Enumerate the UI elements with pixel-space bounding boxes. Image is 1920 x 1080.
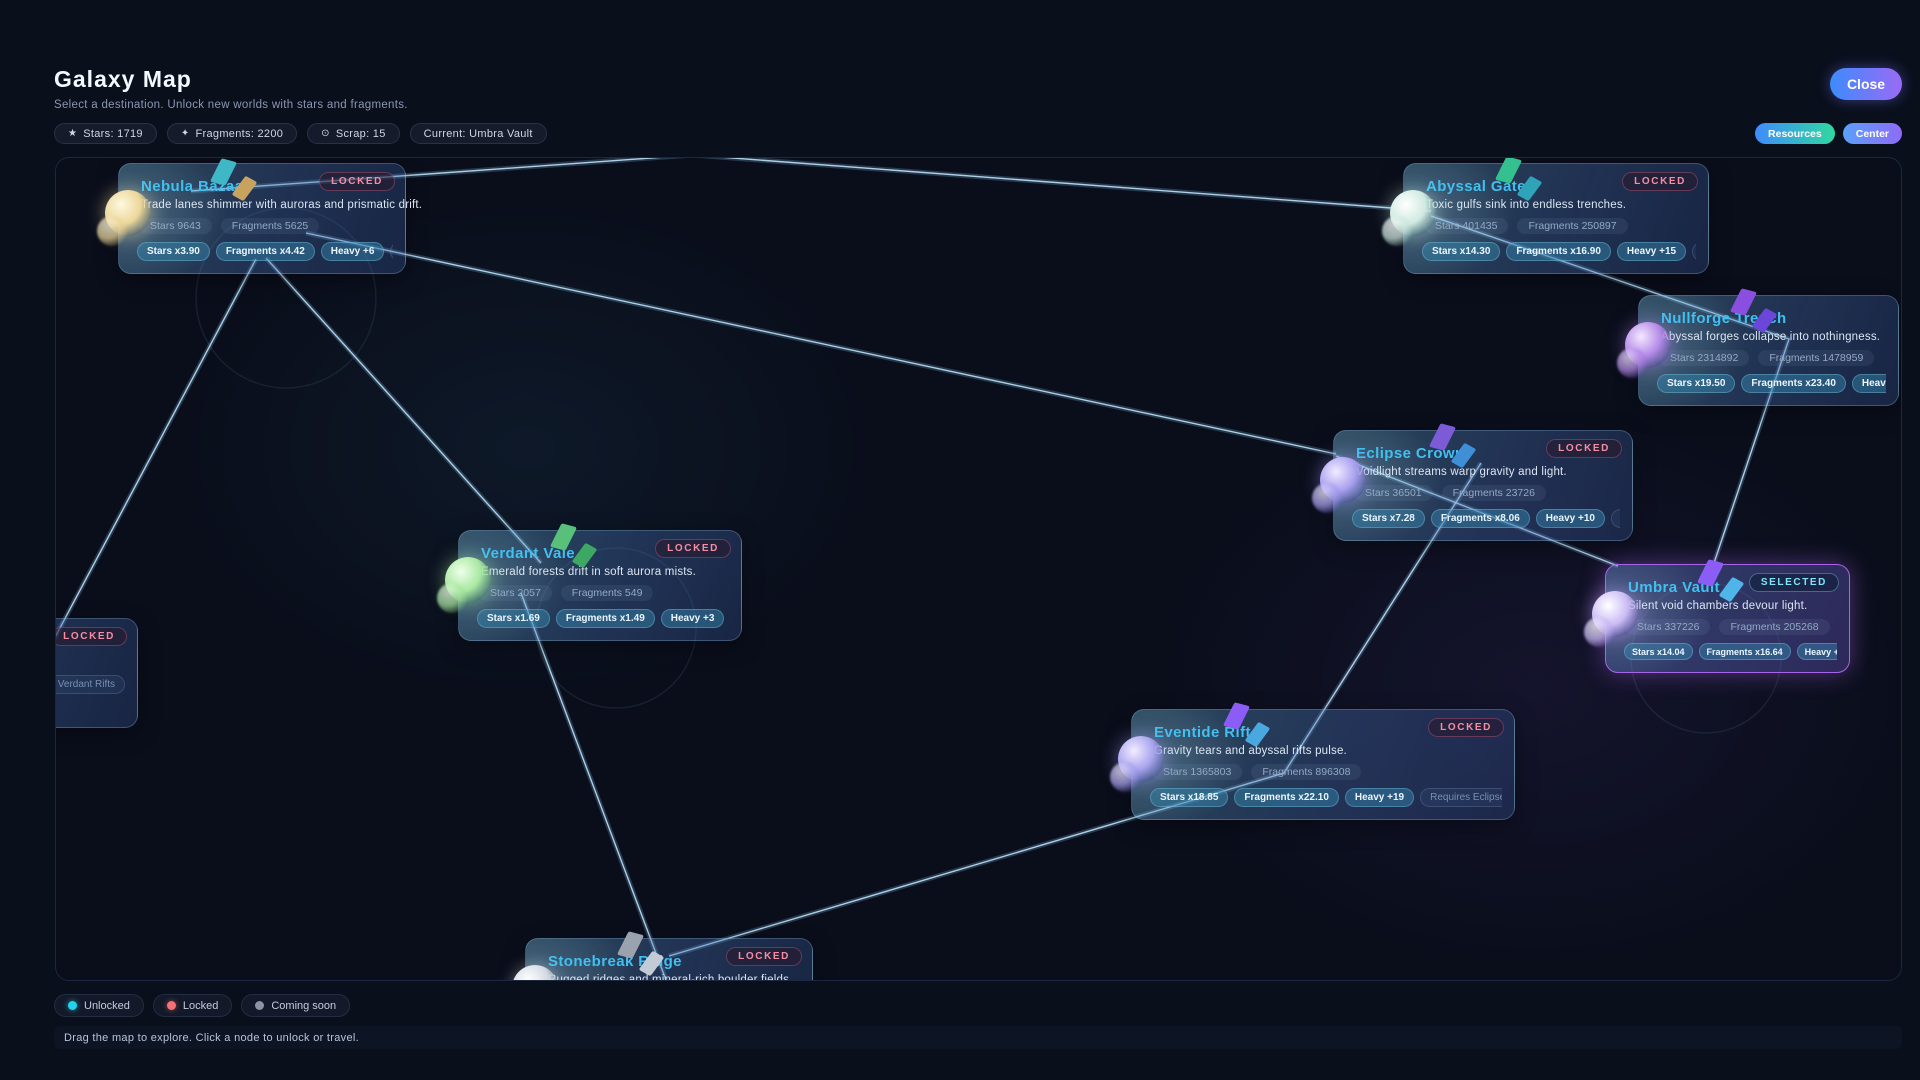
fragments-multiplier-chip: Fragments x4.42 — [215, 242, 315, 261]
footer-hint-text: Drag the map to explore. Click a node to… — [64, 1031, 359, 1044]
node-title: Nullforge Trench — [1661, 310, 1787, 327]
fragments-multiplier-chip: Fragments x23.40 — [1741, 374, 1846, 393]
status-badge: LOCKED — [726, 947, 802, 966]
map-node-verdant-vale[interactable]: LOCKED Verdant Vale Emerald forests drif… — [445, 523, 742, 641]
fragment-icon: ✦ — [180, 128, 190, 139]
node-fragments-stat: Fragments 549 — [560, 585, 654, 601]
stars-multiplier-chip: Stars x14.04 — [1624, 643, 1693, 660]
galaxy-map-canvas[interactable]: LOCKED Nebula Bazaar Trade lanes shimmer… — [55, 157, 1902, 981]
node-stars-stat: Stars 2057 — [479, 585, 552, 601]
map-node-umbra-vault[interactable]: SELECTED Umbra Vault Silent void chamber… — [1592, 559, 1850, 673]
requirement-chip: Requires Verdant Rifts — [56, 675, 125, 694]
stars-multiplier-chip: Stars x3.90 — [137, 242, 210, 261]
legend-locked-label: Locked — [182, 999, 219, 1012]
requirement-chip: Requires Obsidian Maw — [1692, 242, 1696, 261]
node-stars-stat: Stars 9643 — [139, 218, 212, 234]
heavy-bonus-chip: Heavy +20 — [1851, 374, 1886, 393]
heavy-bonus-chip: Heavy +3 — [660, 609, 725, 628]
current-world-pill: Current: Umbra Vault — [409, 123, 547, 144]
legend-coming-soon: Coming soon — [241, 994, 351, 1017]
node-stars-stat: Stars 1365803 — [1152, 764, 1243, 780]
fragments-multiplier-chip: Fragments x16.64 — [1698, 643, 1791, 660]
legend-unlocked-label: Unlocked — [84, 999, 130, 1012]
close-button[interactable]: Close — [1830, 68, 1902, 100]
heavy-bonus-chip: Heavy +10 — [1535, 509, 1605, 528]
heavy-bonus-chip: Heavy +15 — [1796, 643, 1837, 660]
footer-hint: Drag the map to explore. Click a node to… — [54, 1026, 1902, 1049]
heavy-bonus-chip: Heavy +19 — [1344, 788, 1415, 807]
scrap-stat-label: Scrap: 15 — [335, 127, 386, 140]
node-fragments-stat: Fragments 205268 — [1719, 619, 1830, 635]
status-badge: LOCKED — [1546, 439, 1622, 458]
resources-button[interactable]: Resources — [1755, 123, 1835, 144]
stats-bar: ★ Stars: 1719 ✦ Fragments: 2200 ⊙ Scrap:… — [54, 123, 547, 144]
fragments-multiplier-chip: Fragments x1.49 — [555, 609, 655, 628]
map-node-eventide-rift[interactable]: LOCKED Eventide Rift Gravity tears and a… — [1118, 702, 1515, 820]
map-legend: Unlocked Locked Coming soon — [54, 994, 351, 1017]
status-badge: LOCKED — [1428, 718, 1504, 737]
status-badge: LOCKED — [56, 627, 127, 646]
stars-multiplier-chip: Stars x19.50 — [1657, 374, 1736, 393]
fragments-multiplier-chip: Fragments x8.06 — [1430, 509, 1530, 528]
fragments-multiplier-chip: Fragments x16.90 — [1506, 242, 1611, 261]
page-subtitle: Select a destination. Unlock new worlds … — [54, 99, 408, 111]
stars-multiplier-chip: Stars x7.28 — [1352, 509, 1425, 528]
star-icon: ★ — [68, 128, 78, 139]
requirement-chip: Requires Eclipse Crown + Stonebreak Ridg… — [1420, 788, 1502, 807]
fragments-stat-pill: ✦ Fragments: 2200 — [166, 123, 298, 144]
scrap-stat-pill: ⊙ Scrap: 15 — [307, 123, 400, 144]
unlocked-dot-icon — [68, 1001, 77, 1010]
node-description: Trade lanes shimmer with auroras and pri… — [141, 199, 423, 211]
stars-stat-label: Stars: 1719 — [83, 127, 143, 140]
node-stars-stat: Stars 36501 — [1354, 485, 1433, 501]
coming-soon-dot-icon — [255, 1001, 265, 1010]
status-badge: LOCKED — [319, 172, 395, 191]
stars-multiplier-chip: Stars x18.85 — [1150, 788, 1229, 807]
node-description: Toxic gulfs sink into endless trenches. — [1426, 199, 1627, 211]
node-fragments-stat: Fragments 250897 — [1517, 218, 1628, 234]
node-fragments-stat: Fragments 23726 — [1441, 485, 1546, 501]
node-description: Rugged ridges and mineral-rich boulder f… — [548, 974, 793, 981]
map-node-eclipse-crown[interactable]: LOCKED Eclipse Crown Voidlight streams w… — [1320, 423, 1633, 541]
node-fragments-stat: Fragments 5625 — [220, 218, 320, 234]
map-node-abyssal-gate[interactable]: LOCKED Abyssal Gate Toxic gulfs sink int… — [1390, 158, 1709, 274]
node-fragments-stat: Fragments 896308 — [1251, 764, 1362, 780]
map-node-left-edge[interactable]: LOCKED Requires Verdant Rifts — [56, 618, 138, 728]
node-title: Umbra Vault — [1628, 579, 1720, 596]
stars-multiplier-chip: Stars x1.69 — [477, 609, 550, 628]
stars-multiplier-chip: Stars x14.30 — [1422, 242, 1501, 261]
locked-dot-icon — [166, 1001, 176, 1010]
status-badge: LOCKED — [1622, 172, 1698, 191]
node-description: Abyssal forges collapse into nothingness… — [1661, 331, 1881, 343]
node-description: Emerald forests drift in soft aurora mis… — [481, 566, 697, 578]
center-button[interactable]: Center — [1842, 123, 1902, 144]
node-stars-stat: Stars 337226 — [1626, 619, 1711, 635]
map-node-nebula-bazaar[interactable]: LOCKED Nebula Bazaar Trade lanes shimmer… — [105, 158, 423, 274]
node-stars-stat: Stars 401435 — [1424, 218, 1509, 234]
requirement-chip: Need more resources — [390, 242, 393, 261]
node-description: Voidlight streams warp gravity and light… — [1356, 466, 1567, 478]
connection-core-layer — [56, 158, 1790, 980]
stars-stat-pill: ★ Stars: 1719 — [54, 123, 157, 144]
heavy-bonus-chip: Heavy +6 — [320, 242, 385, 261]
node-stars-stat: Stars 2314892 — [1659, 350, 1750, 366]
status-badge: LOCKED — [655, 539, 731, 558]
legend-unlocked: Unlocked — [54, 994, 144, 1017]
status-badge: SELECTED — [1748, 573, 1839, 592]
legend-locked: Locked — [152, 994, 233, 1017]
fragments-stat-label: Fragments: 2200 — [195, 127, 284, 140]
page-title: Galaxy Map — [54, 66, 192, 92]
requirement-chip: Requires Nebula Bazaar — [1610, 509, 1620, 528]
heavy-bonus-chip: Heavy +15 — [1616, 242, 1687, 261]
node-fragments-stat: Fragments 1478959 — [1758, 350, 1875, 366]
connection-glow-layer — [56, 158, 1793, 980]
node-description: Gravity tears and abyssal rifts pulse. — [1154, 745, 1347, 757]
scrap-icon: ⊙ — [321, 128, 330, 139]
current-world-label: Current: Umbra Vault — [423, 127, 533, 140]
node-description: Silent void chambers devour light. — [1628, 600, 1808, 612]
map-node-stonebreak-ridge[interactable]: LOCKED Stonebreak Ridge Rugged ridges an… — [512, 931, 813, 981]
legend-coming-soon-label: Coming soon — [271, 999, 337, 1012]
map-node-nullforge-trench[interactable]: Nullforge Trench Abyssal forges collapse… — [1625, 288, 1899, 406]
fragments-multiplier-chip: Fragments x22.10 — [1234, 788, 1339, 807]
